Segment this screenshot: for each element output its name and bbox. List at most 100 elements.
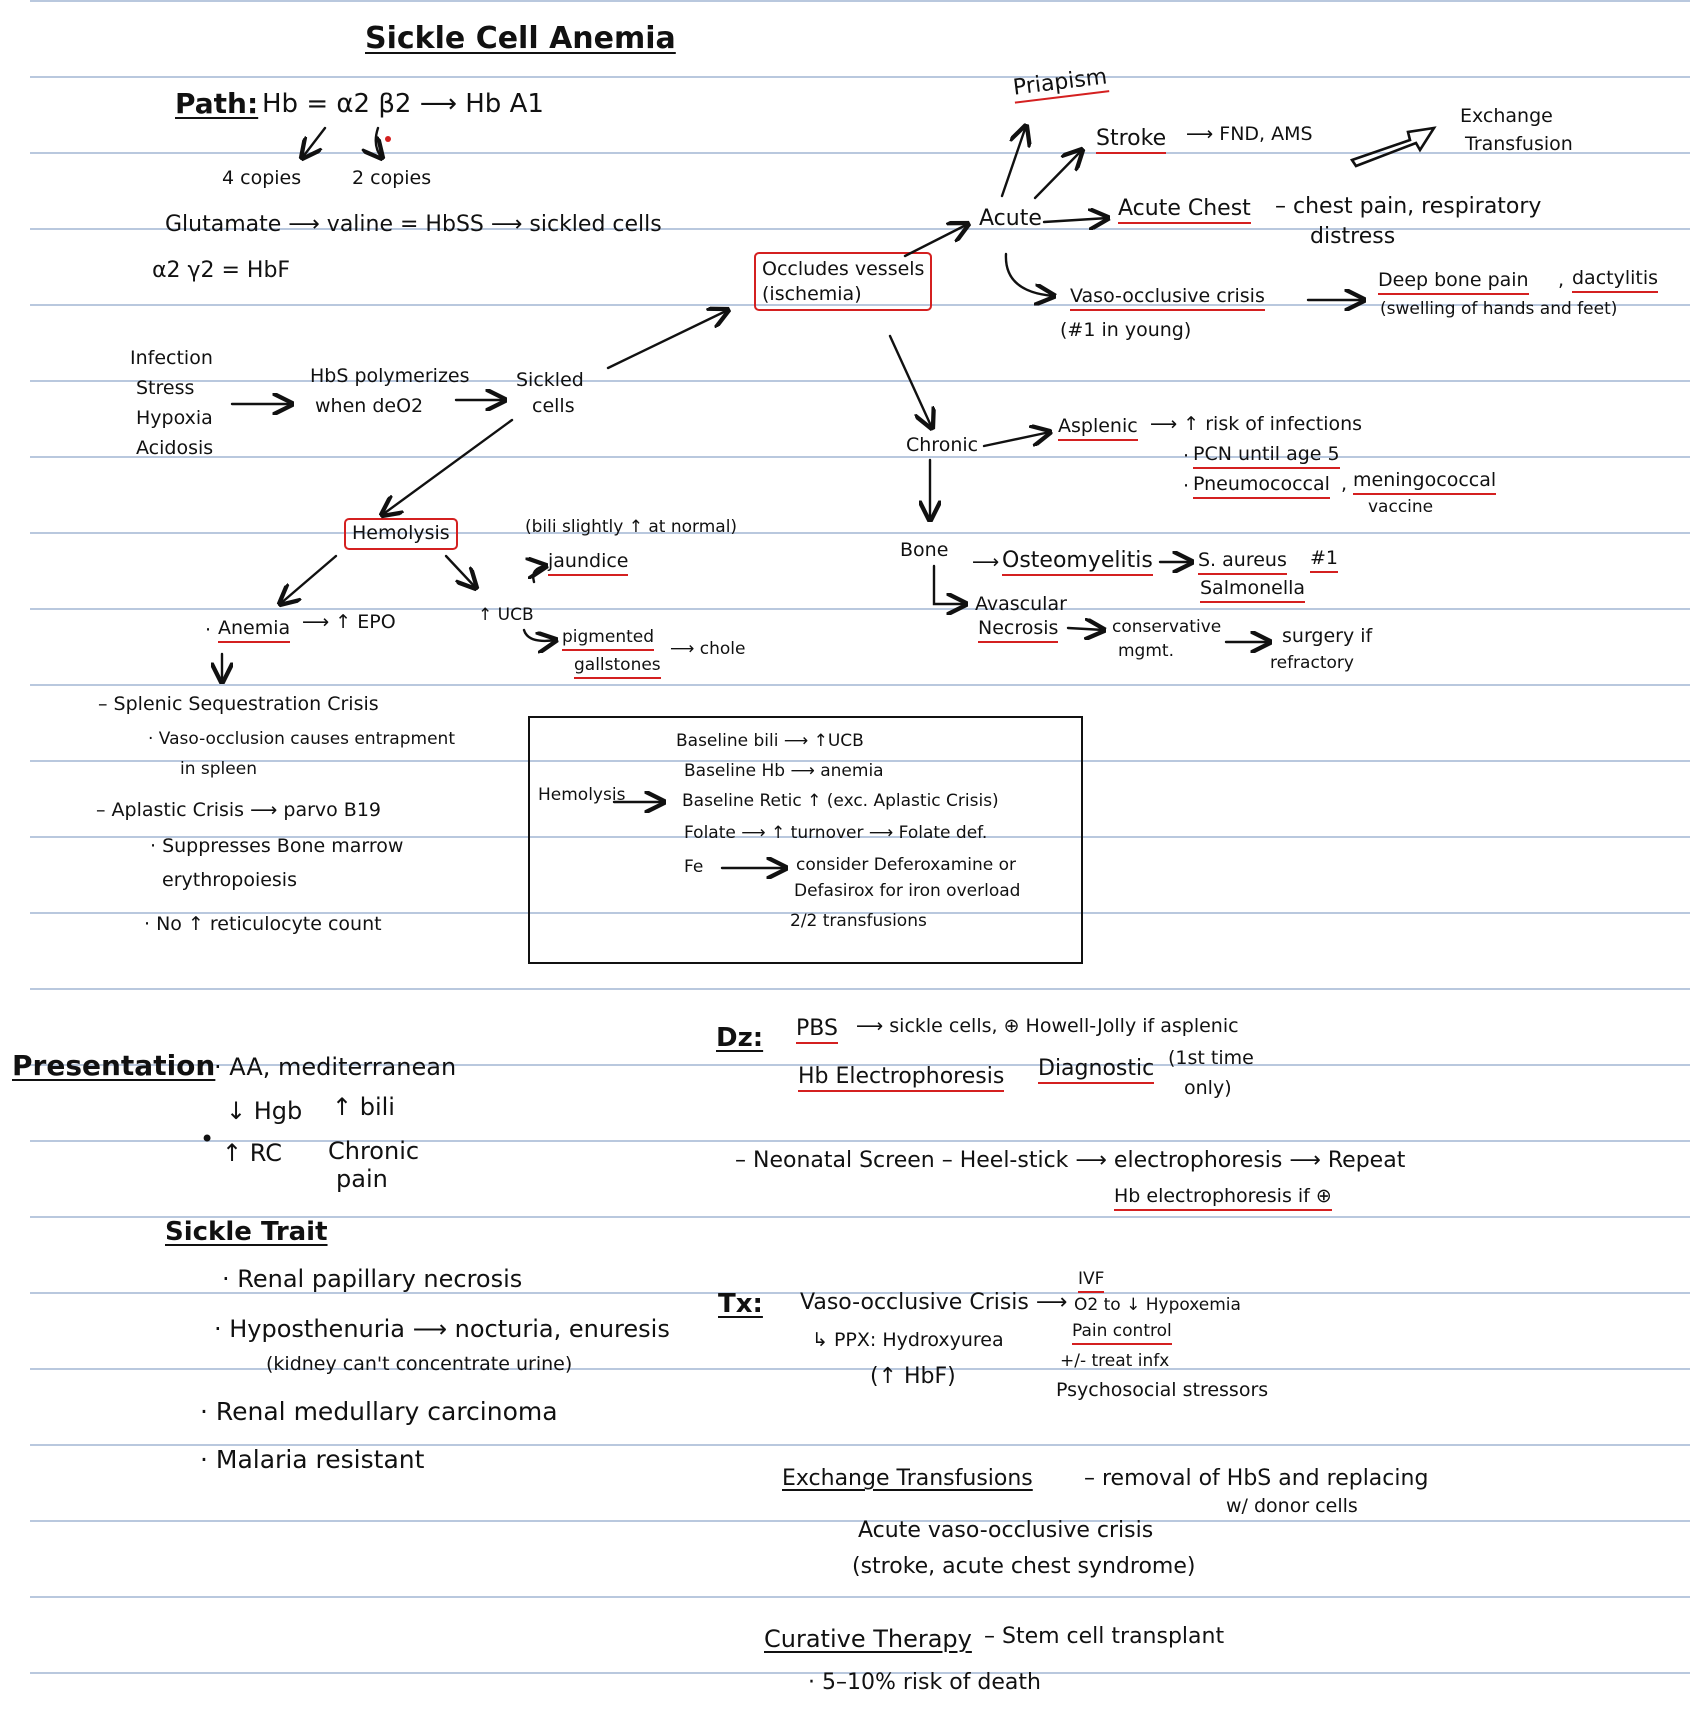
curative-therapy: Curative Therapy (764, 1625, 972, 1653)
dz-label: Dz: (716, 1023, 764, 1053)
path-label: Path: (175, 87, 259, 120)
hemolysis-box-label: Hemolysis (344, 518, 458, 550)
surgery-1: surgery if (1282, 625, 1373, 647)
pcn: PCN until age 5 (1193, 443, 1340, 469)
aplastic-sub-1: · Suppresses Bone marrow (150, 835, 404, 857)
pain-control: Pain control (1072, 1321, 1172, 1345)
trigger-stress: Stress (136, 377, 195, 399)
trigger-acidosis: Acidosis (136, 437, 214, 459)
osteo-arrow: ⟶ (972, 551, 1000, 573)
risk-of-death: · 5–10% risk of death (808, 1670, 1041, 1695)
electrophoresis: Hb Electrophoresis (798, 1064, 1005, 1093)
dactylitis-note: (swelling of hands and feet) (1380, 299, 1618, 319)
pbs-result: ⟶ sickle cells, ⊕ Howell-Jolly if asplen… (856, 1015, 1239, 1037)
red-dot (385, 136, 391, 142)
mutation-line: Glutamate ⟶ valine = HbSS ⟶ sickled cell… (165, 212, 662, 237)
fe-line-1: consider Deferoxamine or (796, 855, 1017, 875)
baseline-hb: Baseline Hb ⟶ anemia (684, 761, 884, 781)
occludes-line-2: (ischemia) (762, 282, 862, 305)
voc: Vaso-occlusive crisis (1070, 285, 1265, 311)
exchange-desc-1: – removal of HbS and replacing (1084, 1466, 1429, 1491)
sickled-1: Sickled (516, 369, 584, 391)
salmonella: Salmonella (1200, 577, 1306, 603)
deep-bone-pain: Deep bone pain (1378, 269, 1529, 295)
sickled-2: cells (532, 395, 575, 417)
bone-label: Bone (900, 539, 949, 561)
page-title: Sickle Cell Anemia (365, 21, 676, 56)
vaccine: vaccine (1368, 497, 1434, 517)
presentation-aa: · AA, mediterranean (214, 1053, 457, 1081)
exchange-transfusions: Exchange Transfusions (782, 1466, 1033, 1491)
trait-renal-necrosis: · Renal papillary necrosis (222, 1265, 523, 1293)
ivf: IVF (1078, 1269, 1105, 1293)
trigger-hypoxia: Hypoxia (136, 407, 213, 429)
avn-2: Necrosis (978, 617, 1059, 643)
conservative-1: conservative (1112, 617, 1222, 637)
exchange-desc-2: w/ donor cells (1226, 1495, 1358, 1517)
treat-infx: +/- treat infx (1060, 1351, 1170, 1371)
infection-risk: ⟶ ↑ risk of infections (1150, 413, 1363, 435)
aplastic: – Aplastic Crisis ⟶ parvo B19 (96, 799, 382, 821)
exchange-use-2: (stroke, acute chest syndrome) (852, 1554, 1196, 1579)
trait-malaria: · Malaria resistant (200, 1445, 425, 1474)
repeat-electrophoresis: Hb electrophoresis if ⊕ (1114, 1185, 1332, 1211)
neonatal-screen: – Neonatal Screen – Heel-stick ⟶ electro… (735, 1148, 1406, 1173)
occludes-box: Occludes vessels (ischemia) (754, 252, 933, 312)
curative-desc: – Stem cell transplant (984, 1624, 1225, 1649)
folate: Folate ⟶ ↑ turnover ⟶ Folate def. (684, 823, 988, 843)
baseline-retic: Baseline Retic ↑ (exc. Aplastic Crisis) (682, 791, 999, 811)
acute-chest-desc-1: – chest pain, respiratory (1275, 194, 1542, 219)
hb-formula: Hb = ⍺2 β2 ⟶ Hb A1 (262, 89, 544, 119)
presentation-hgb: ↓ Hgb (226, 1097, 303, 1125)
exchange-2: Transfusion (1465, 133, 1573, 155)
beta-copies: 2 copies (352, 167, 432, 189)
saureus-rank: #1 (1310, 547, 1339, 573)
avn-1: Avascular (975, 593, 1067, 615)
sickle-trait-label: Sickle Trait (165, 1217, 328, 1247)
pneumo-bullet: · (1183, 475, 1190, 497)
hbf-line: ⍺2 γ2 = HbF (152, 258, 291, 283)
ucb: ↑ UCB (478, 605, 534, 625)
splenic-sub-1: · Vaso-occlusion causes entrapment (148, 729, 455, 749)
stroke: Stroke (1096, 126, 1167, 155)
exchange-1: Exchange (1460, 105, 1553, 127)
fe-line-2: Defasirox for iron overload (794, 881, 1021, 901)
osteomyelitis: Osteomyelitis (1002, 548, 1153, 577)
polymerizes-1: HbS polymerizes (310, 365, 470, 387)
ppx-note: (↑ HbF) (870, 1364, 956, 1389)
pneumococcal: Pneumococcal (1193, 473, 1330, 499)
presentation-bili: ↑ bili (332, 1093, 395, 1121)
presentation-rc: ↑ RC (222, 1139, 282, 1167)
trigger-infection: Infection (130, 347, 213, 369)
presentation-bullet: • (200, 1125, 215, 1153)
asplenic: Asplenic (1058, 415, 1138, 441)
acute-chest-desc-2: distress (1310, 224, 1396, 249)
no-retic: · No ↑ reticulocyte count (144, 913, 382, 935)
meningococcal: meningococcal (1353, 469, 1497, 495)
aplastic-sub-2: erythropoiesis (162, 869, 297, 891)
tx-voc: Vaso-occlusive Crisis ⟶ (800, 1290, 1068, 1315)
trait-hyposthenuria: · Hyposthenuria ⟶ nocturia, enuresis (214, 1315, 670, 1343)
bili-note: (bili slightly ↑ at normal) (525, 517, 738, 537)
psychosocial: Psychosocial stressors (1056, 1379, 1269, 1401)
pbs: PBS (796, 1016, 838, 1045)
hemolysis-summary-label: Hemolysis (538, 785, 626, 805)
occludes-line-1: Occludes vessels (762, 258, 925, 280)
voc-note: (#1 in young) (1060, 319, 1192, 341)
conservative-2: mgmt. (1118, 641, 1174, 661)
presentation-label: Presentation (12, 1049, 216, 1082)
dactylitis: dactylitis (1572, 267, 1659, 293)
splenic-sub-2: in spleen (180, 759, 257, 779)
saureus: S. aureus (1198, 549, 1287, 575)
diagnostic: Diagnostic (1038, 1056, 1155, 1085)
hemolysis-summary-box (528, 716, 1083, 964)
chole: ⟶ chole (670, 639, 746, 659)
presentation-chronic: Chronic (328, 1137, 420, 1165)
alpha-copies: 4 copies (222, 167, 302, 189)
pcn-bullet: · (1183, 445, 1190, 467)
exchange-use-1: Acute vaso-occlusive crisis (858, 1518, 1154, 1543)
comma-2: , (1341, 473, 1348, 495)
epo: ⟶ ↑ EPO (302, 611, 396, 633)
presentation-pain: pain (336, 1165, 388, 1193)
